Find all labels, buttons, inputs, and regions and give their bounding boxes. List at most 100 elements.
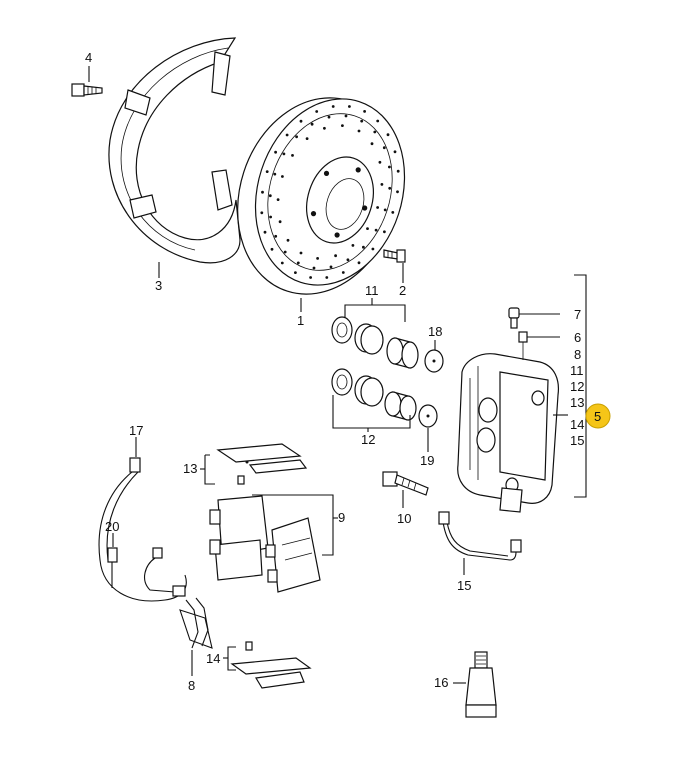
callout-17: 17 <box>129 423 143 438</box>
piston-set-lower[interactable] <box>331 368 417 421</box>
disc-drill-hole <box>383 230 386 234</box>
brake-pad-upper[interactable] <box>209 495 269 581</box>
disc-drill-hole <box>296 261 300 265</box>
callout-8: 8 <box>188 678 195 693</box>
disc-drill-hole <box>274 234 278 238</box>
disc-drill-hole <box>299 119 303 123</box>
disc-drill-hole <box>376 119 380 123</box>
disc-drill-hole <box>282 152 286 156</box>
disc-drill-hole <box>269 215 272 219</box>
caliper-bolt[interactable] <box>382 471 429 496</box>
spreader-spring[interactable] <box>179 597 213 649</box>
disc-drill-hole <box>285 133 289 137</box>
callout-6: 6 <box>574 330 581 345</box>
disc-drill-hole <box>309 276 312 279</box>
disc-drill-hole <box>312 266 316 270</box>
disc-drill-hole <box>370 142 374 146</box>
disc-drill-hole <box>315 110 319 113</box>
disc-drill-hole <box>391 211 395 214</box>
dust-shield[interactable] <box>108 37 241 264</box>
disc-drill-hole <box>325 276 329 279</box>
wear-sensor[interactable] <box>98 457 187 602</box>
shield-bolt[interactable] <box>71 83 103 97</box>
disc-drill-hole <box>373 130 377 134</box>
callout-19: 19 <box>420 453 434 468</box>
disc-drill-hole <box>378 160 382 164</box>
bracket-item-8: 8 <box>574 347 581 362</box>
disc-drill-hole <box>388 186 392 190</box>
disc-drill-hole <box>334 254 337 258</box>
disc-drill-hole <box>348 105 351 108</box>
disc-drill-hole <box>396 169 400 173</box>
disc-bolt-hole <box>355 167 361 173</box>
callout-5-badge[interactable]: 5 <box>585 403 611 429</box>
callout-11: 11 <box>365 283 379 298</box>
bracket-item-14: 14 <box>570 417 584 432</box>
anti-rattle-plate-lower[interactable] <box>230 641 312 689</box>
disc-drill-hole <box>357 129 361 133</box>
disc-drill-hole <box>261 190 264 194</box>
grease-tube[interactable] <box>465 651 497 718</box>
anti-rattle-plate-upper[interactable] <box>216 443 308 485</box>
disc-drill-hole <box>341 124 344 127</box>
disc-drill-hole <box>265 170 269 174</box>
disc-screw[interactable] <box>383 249 406 263</box>
disc-drill-hole <box>396 190 399 194</box>
disc-drill-hole <box>357 261 361 265</box>
brake-pad-lower[interactable] <box>265 517 321 593</box>
disc-drill-hole <box>323 126 326 130</box>
disc-bolt-hole <box>362 205 368 211</box>
disc-drill-hole <box>363 110 366 113</box>
disc-drill-hole <box>344 114 348 118</box>
disc-drill-hole <box>374 228 378 232</box>
disc-drill-hole <box>327 115 331 119</box>
disc-drill-hole <box>263 230 267 234</box>
disc-drill-hole <box>376 206 379 209</box>
disc-drill-hole <box>360 119 364 123</box>
washer-lower[interactable] <box>418 404 438 428</box>
disc-drill-hole <box>331 105 335 108</box>
disc-drill-hole <box>291 154 294 157</box>
callout-14: 14 <box>206 651 220 666</box>
piston-set-upper[interactable] <box>331 316 419 369</box>
callout-12: 12 <box>361 432 375 447</box>
callout-9: 9 <box>338 510 345 525</box>
callout-16: 16 <box>434 675 448 690</box>
callout-1: 1 <box>297 313 304 328</box>
bracket-item-13: 13 <box>570 395 584 410</box>
brake-line[interactable] <box>438 511 522 561</box>
disc-drill-hole <box>310 122 314 126</box>
disc-drill-hole <box>371 247 375 251</box>
disc-drill-hole <box>305 137 309 141</box>
disc-drill-hole <box>286 238 290 242</box>
bracket-item-11: 11 <box>570 363 584 378</box>
callout-10: 10 <box>397 511 411 526</box>
disc-drill-hole <box>386 133 390 137</box>
disc-drill-hole <box>380 183 384 186</box>
disc-drill-hole <box>274 150 277 154</box>
brake-caliper[interactable] <box>457 353 560 513</box>
callout-13: 13 <box>183 461 197 476</box>
disc-drill-hole <box>276 198 280 202</box>
callout-20: 20 <box>105 519 119 534</box>
disc-drill-hole <box>388 165 391 169</box>
callout-15: 15 <box>457 578 471 593</box>
disc-drill-hole <box>362 245 365 249</box>
callout-3: 3 <box>155 278 162 293</box>
disc-drill-hole <box>278 220 282 224</box>
washer-upper[interactable] <box>424 349 444 373</box>
bleed-valve[interactable] <box>508 307 520 329</box>
disc-bolt-hole <box>334 232 340 238</box>
disc-drill-hole <box>329 265 333 269</box>
caliper-plug[interactable] <box>518 331 528 360</box>
disc-drill-hole <box>281 175 284 178</box>
disc-drill-hole <box>341 271 345 274</box>
disc-drill-hole <box>383 208 387 212</box>
disc-drill-hole <box>260 211 264 215</box>
callout-18: 18 <box>428 324 442 339</box>
callout-4: 4 <box>85 50 92 65</box>
disc-bolt-hole <box>323 170 330 176</box>
disc-drill-hole <box>299 251 303 255</box>
brake-disc[interactable] <box>213 77 428 315</box>
